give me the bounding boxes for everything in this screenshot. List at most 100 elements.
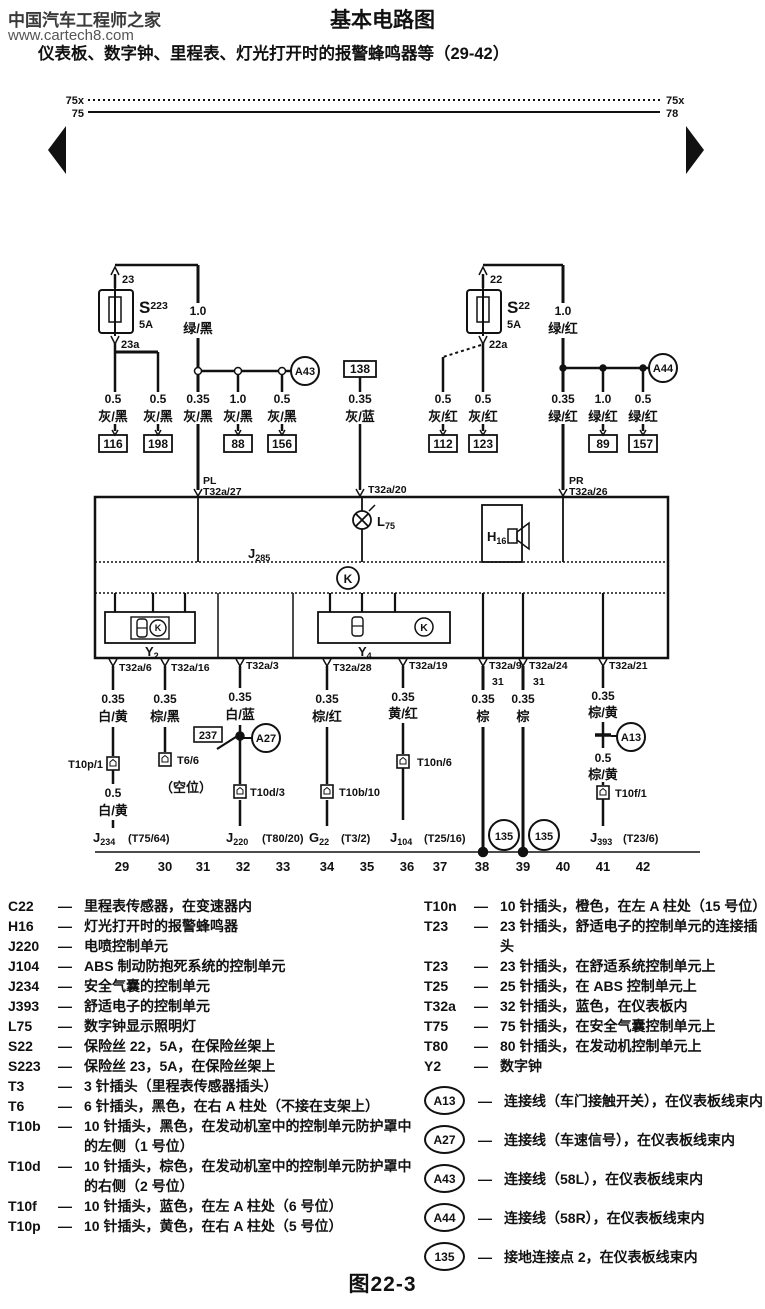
ground-135-circle [488, 819, 520, 851]
buzzer-h16-label: H16 [487, 529, 506, 546]
legend-circled-term: A43 [424, 1164, 465, 1193]
legend-term: T10n [424, 898, 457, 914]
pin-31-label: 31 [492, 676, 504, 688]
legend-dash: — [58, 1098, 72, 1114]
legend-row: J393—舒适电子的控制单元 [8, 996, 420, 1016]
legend-dash: — [58, 958, 72, 974]
legend-desc: 里程表传感器，在变速器内 [84, 898, 252, 914]
speaker-horn-icon [516, 521, 530, 551]
legend-row: C22—里程表传感器，在变速器内 [8, 896, 420, 916]
pin-t32a20-arrow-icon [355, 488, 365, 498]
y4-label: Y4 [358, 644, 372, 661]
tap-box-label: 237 [199, 730, 217, 742]
y2-digital-clock-box [104, 611, 196, 644]
connection-a27-label: A27 [256, 733, 276, 745]
legend-dash: — [474, 958, 488, 974]
legend-dash: — [58, 1118, 72, 1134]
wire-gauge-label: 0.35 [101, 692, 125, 706]
track-number: 33 [276, 859, 290, 874]
track-number: 34 [320, 859, 335, 874]
dest-ref-label: (T3/2) [341, 833, 371, 845]
track-numbers: 29 30 31 32 33 34 35 36 37 38 39 40 41 4… [115, 859, 650, 874]
connection-a43-circle [290, 356, 320, 386]
wire-gauge-label: 0.35 [186, 392, 210, 406]
diagram-subtitle: 仪表板、数字钟、里程表、灯光打开时的报警蜂鸣器等（29-42） [38, 45, 510, 63]
track-number: 37 [433, 859, 447, 874]
legend-circled-term: A27 [424, 1125, 465, 1154]
wire-gauge-label: 0.35 [348, 392, 372, 406]
legend-desc: 保险丝 22，5A，在保险丝架上 [84, 1038, 276, 1054]
legend-dash: — [474, 978, 488, 994]
wire-color-label: 白/黄 [98, 709, 128, 724]
watermark-site-name: 中国汽车工程师之家 [8, 11, 161, 30]
fuse-terminal-label: 23a [121, 339, 140, 351]
legend-row: A13—连接线（车门接触开关），在仪表板线束内 [424, 1086, 764, 1115]
fuse-terminal-label: 23 [122, 274, 134, 286]
dest-box-label: 123 [473, 437, 493, 451]
fuse-s22-label: S22 [507, 298, 530, 317]
legend-row: J220—电喷控制单元 [8, 936, 420, 956]
legend-desc: 数字钟显示照明灯 [84, 1018, 196, 1034]
track-number: 38 [475, 859, 489, 874]
pin-t32a20-label: T32a/20 [368, 484, 407, 496]
junction-node [559, 364, 567, 372]
legend-dash: — [58, 1078, 72, 1094]
right-fuse-branch [428, 263, 678, 498]
legend-row: T10n—10 针插头，橙色，在左 A 柱处（15 号位） [424, 896, 765, 916]
rail-label-right-78: 78 [666, 108, 678, 120]
pin-label: T32a/16 [171, 662, 210, 674]
legend-dash: — [58, 898, 72, 914]
pin-t32a27-arrow-icon [193, 488, 203, 498]
wire-color-label: 棕/黄 [587, 705, 618, 720]
connector-t10b10-icon [320, 784, 334, 799]
fuse-amp-label: 5A [507, 319, 521, 331]
legend-desc: 接地连接点 2，在仪表板线束内 [504, 1248, 698, 1265]
y2-k-label: K [155, 623, 162, 633]
legend-dash: — [478, 1131, 492, 1148]
dest-box-label: 88 [231, 437, 245, 451]
legend-circled-term: A13 [424, 1086, 465, 1115]
wire-gauge-label: 0.35 [391, 690, 415, 704]
left-continuation-arrow-icon [48, 126, 66, 174]
wire-color-label: 灰/红 [428, 409, 458, 424]
legend-desc: 舒适电子的控制单元 [84, 998, 210, 1014]
pin-pr-label: PR [569, 475, 584, 487]
legend-term: S22 [8, 1038, 33, 1054]
legend-dash: — [58, 1198, 72, 1214]
page-title: 基本电路图 [330, 9, 435, 32]
dest-box-label: 157 [633, 437, 653, 451]
dest-j104-label: J104 [390, 830, 412, 847]
y4-box [317, 611, 451, 644]
wire-color-label: 绿/红 [628, 409, 658, 424]
fuse-terminal-label: 22 [490, 274, 502, 286]
connection-a43-label: A43 [295, 366, 315, 378]
legend-desc: 连接线（58R），在仪表板线束内 [504, 1209, 705, 1226]
junction-node [233, 366, 243, 376]
empty-slot-note: （空位） [160, 780, 212, 795]
dest-box-label: 89 [596, 437, 610, 451]
pin-t32a27-label: T32a/27 [203, 486, 242, 498]
legend-term: T6 [8, 1098, 25, 1114]
legend-desc: 25 针插头，在 ABS 控制单元上 [500, 978, 697, 994]
fuse-s223-label: S223 [139, 298, 168, 317]
legend-term: J234 [8, 978, 40, 994]
legend-desc: 10 针插头，黑色，在发动机室中的控制单元防护罩中的左侧（1 号位） [84, 1118, 412, 1154]
legend-row: T23—23 针插头，舒适电子的控制单元的连接插头 [424, 916, 764, 956]
dest-box-123 [468, 434, 498, 453]
src-box-label: 138 [350, 362, 370, 376]
legend-row: T10p—10 针插头，黄色，在右 A 柱处（5 号位） [8, 1216, 420, 1236]
legend-term: T32a [424, 998, 456, 1014]
y2-label: Y2 [145, 644, 159, 661]
y4-k-label: K [420, 622, 428, 634]
terminal-23a-arrow-icon [110, 335, 120, 346]
dest-box-label: 112 [433, 437, 453, 451]
legend-row: J234—安全气囊的控制单元 [8, 976, 420, 996]
legend-desc: 23 针插头，舒适电子的控制单元的连接插头 [500, 918, 758, 954]
dest-box-label: 116 [103, 437, 123, 451]
pin-label: T32a/21 [609, 660, 648, 672]
ground-135-circle [528, 819, 560, 851]
tap-box-237 [193, 726, 223, 743]
legend-desc: 数字钟 [500, 1058, 542, 1074]
wire-gauge-label: 0.5 [274, 392, 291, 406]
legend-dash: — [478, 1209, 492, 1226]
